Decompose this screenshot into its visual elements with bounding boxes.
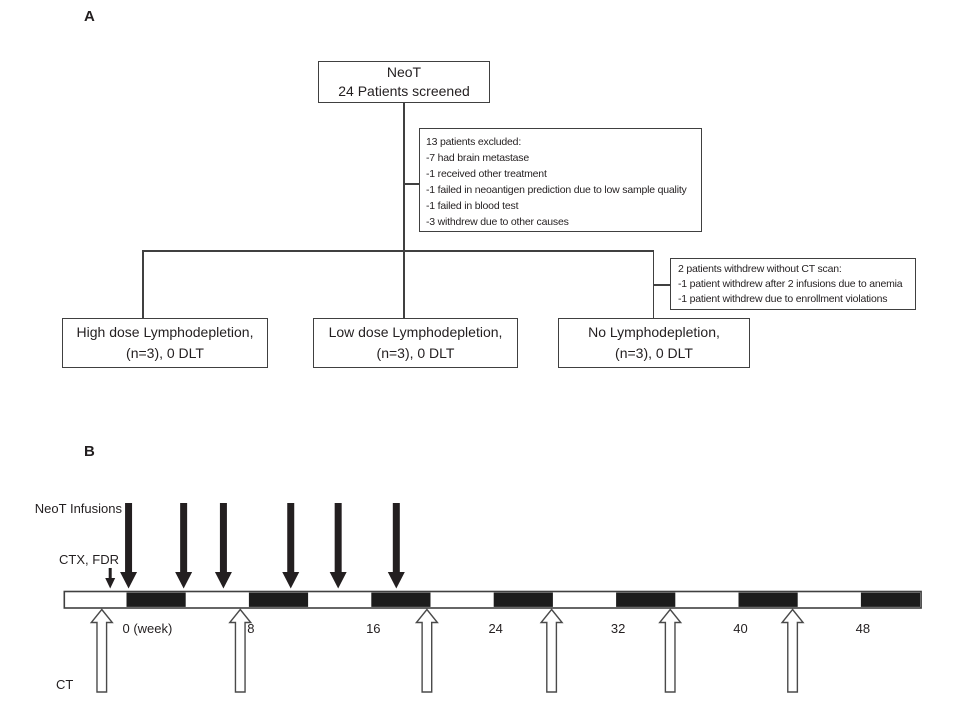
neot-infusion-arrow-shaft bbox=[392, 503, 400, 573]
arm-no-line-2: (n=3), 0 DLT bbox=[615, 345, 693, 361]
week-tick-label: 24 bbox=[488, 621, 502, 636]
arm-high-line-2: (n=3), 0 DLT bbox=[126, 345, 204, 361]
withdraw-line-1: 2 patients withdrew without CT scan: bbox=[678, 263, 842, 275]
arm-box-no-lymphodepletion: No Lymphodepletion, (n=3), 0 DLT bbox=[558, 318, 750, 368]
neot-infusions-row-label: NeoT Infusions bbox=[34, 501, 122, 516]
ct-scan-arrow bbox=[89, 608, 114, 693]
connector-split-horizontal bbox=[142, 250, 654, 252]
arm-no-line-1: No Lymphodepletion, bbox=[588, 324, 720, 340]
withdraw-box: 2 patients withdrew without CT scan: -1 … bbox=[670, 258, 916, 310]
ct-scan-arrow bbox=[228, 608, 253, 693]
connector-to-withdraw-box bbox=[653, 284, 670, 286]
screened-box-line-1: NeoT bbox=[386, 64, 422, 80]
panel-b-label: B bbox=[84, 443, 95, 460]
exclusion-box: 13 patients excluded: -7 had brain metas… bbox=[419, 128, 702, 232]
screened-box-line-2: 24 Patients screened bbox=[338, 83, 470, 99]
arm-low-line-2: (n=3), 0 DLT bbox=[376, 345, 455, 361]
timeline-bar-segment-black bbox=[126, 592, 186, 607]
neot-infusion-arrow-head bbox=[175, 572, 193, 589]
timeline-bar-segment-black bbox=[248, 592, 309, 607]
timeline-bar-segment-black bbox=[860, 592, 921, 607]
exclusion-line-5: -1 failed in blood test bbox=[426, 200, 519, 212]
timeline-bar-segment-black bbox=[371, 592, 431, 607]
ctx-fdr-arrow-shaft bbox=[108, 568, 112, 579]
screened-box: NeoT 24 Patients screened bbox=[318, 61, 490, 103]
connector-main-vertical bbox=[403, 102, 405, 318]
ct-scan-arrow bbox=[539, 608, 564, 693]
arm-box-high-dose: High dose Lymphodepletion, (n=3), 0 DLT bbox=[62, 318, 268, 368]
timeline-bar-segment-black bbox=[493, 592, 553, 607]
ctx-fdr-row-label: CTX, FDR bbox=[59, 552, 119, 567]
connector-to-exclusion-box bbox=[404, 183, 420, 185]
week-tick-label: 48 bbox=[856, 621, 870, 636]
ct-scan-arrow bbox=[414, 608, 439, 693]
neot-infusion-arrow-shaft bbox=[180, 503, 188, 573]
ct-row-label: CT bbox=[56, 677, 74, 692]
exclusion-line-3: -1 received other treatment bbox=[426, 168, 547, 180]
ct-scan-arrow bbox=[658, 608, 683, 693]
week-tick-label: 16 bbox=[366, 621, 380, 636]
arm-high-line-1: High dose Lymphodepletion, bbox=[76, 324, 254, 340]
panel-a-label: A bbox=[84, 8, 95, 25]
exclusion-line-6: -3 withdrew due to other causes bbox=[426, 216, 569, 228]
withdraw-line-3: -1 patient withdrew due to enrollment vi… bbox=[678, 293, 888, 305]
neot-infusion-arrow-head bbox=[120, 572, 138, 589]
neot-infusion-arrow-head bbox=[214, 572, 232, 589]
arm-box-low-dose: Low dose Lymphodepletion, (n=3), 0 DLT bbox=[313, 318, 518, 368]
timeline-bar-segment-black bbox=[738, 592, 798, 607]
exclusion-line-4: -1 failed in neoantigen prediction due t… bbox=[426, 184, 687, 196]
week-tick-label: 40 bbox=[733, 621, 747, 636]
withdraw-line-2: -1 patient withdrew after 2 infusions du… bbox=[678, 278, 903, 290]
week-tick-label: 0 (week) bbox=[123, 621, 173, 636]
week-tick-label: 32 bbox=[611, 621, 625, 636]
week-tick-label: 8 bbox=[247, 621, 254, 636]
neot-infusion-arrow-shaft bbox=[219, 503, 227, 573]
arm-low-line-1: Low dose Lymphodepletion, bbox=[328, 324, 503, 340]
neot-infusion-arrow-shaft bbox=[334, 503, 342, 573]
neot-infusion-arrow-head bbox=[329, 572, 347, 589]
exclusion-line-1: 13 patients excluded: bbox=[426, 136, 522, 148]
neot-infusion-arrow-shaft bbox=[125, 503, 133, 573]
neot-infusion-arrow-head bbox=[282, 572, 300, 589]
exclusion-line-2: -7 had brain metastase bbox=[426, 152, 529, 164]
neot-infusion-arrow-shaft bbox=[287, 503, 295, 573]
neot-infusion-arrow-head bbox=[387, 572, 405, 589]
ctx-fdr-arrow-head bbox=[105, 578, 116, 589]
timeline-bar-segment-black bbox=[616, 592, 676, 607]
ct-scan-arrow bbox=[780, 608, 805, 693]
connector-stub-left bbox=[142, 250, 144, 318]
